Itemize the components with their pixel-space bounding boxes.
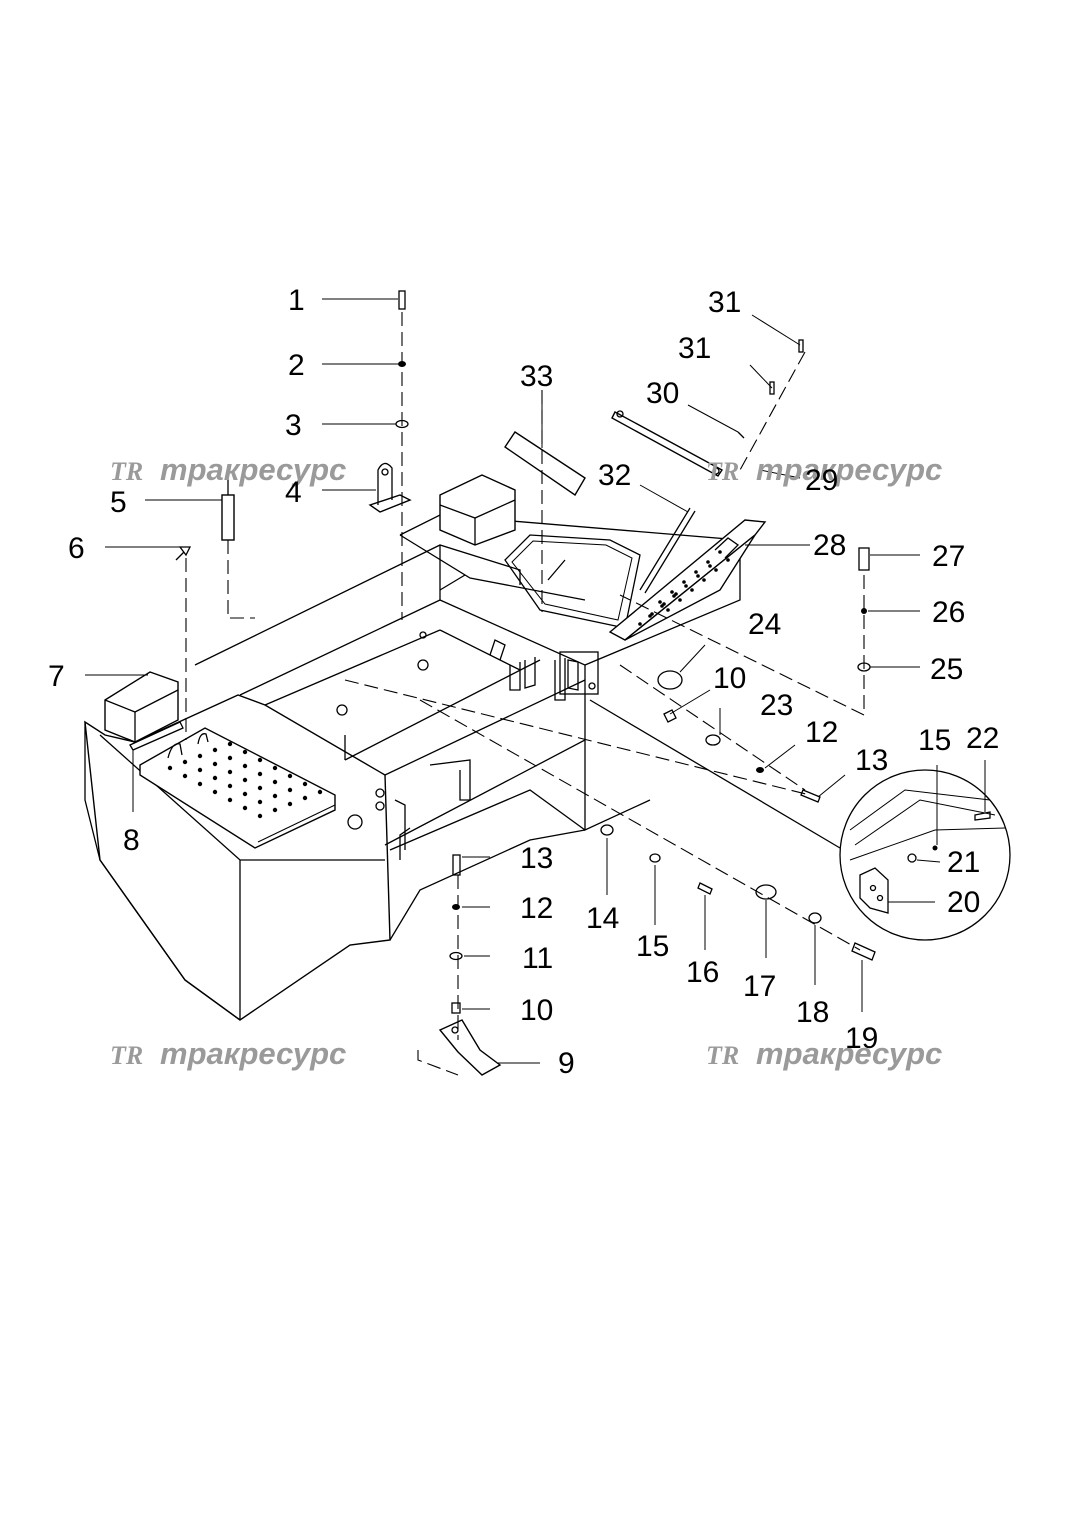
callout-5: 5 (110, 486, 127, 519)
callout-12: 12 (805, 716, 838, 749)
callout-11: 11 (522, 942, 553, 975)
svg-text:TR: TR (110, 1041, 143, 1070)
leader-lines (85, 298, 986, 1064)
callout-17: 17 (743, 970, 776, 1003)
callout-31b: 31 (678, 332, 711, 365)
callout-28: 28 (813, 529, 846, 562)
svg-text:TR: TR (110, 457, 143, 486)
hatch-cover (608, 410, 767, 641)
callout-21: 21 (947, 846, 980, 879)
callout-8: 8 (123, 824, 140, 857)
callout-24: 24 (748, 608, 781, 641)
callout-29: 29 (805, 464, 838, 497)
callout-7: 7 (48, 660, 65, 693)
callout-20: 20 (947, 886, 980, 919)
callout-2: 2 (288, 349, 305, 382)
svg-text:тракресурс: тракресурс (160, 1036, 346, 1071)
callout-18: 18 (796, 996, 829, 1029)
callout-12b: 12 (520, 892, 553, 925)
callout-27: 27 (932, 540, 965, 573)
callout-10b: 10 (520, 994, 553, 1027)
hardware-parts (175, 290, 876, 1076)
callout-16: 16 (686, 956, 719, 989)
machine-body (84, 474, 741, 1021)
svg-text:TR: TR (706, 1041, 739, 1070)
callout-9: 9 (558, 1047, 575, 1080)
callout-33: 33 (520, 360, 553, 393)
callout-32: 32 (598, 459, 631, 492)
callout-6: 6 (68, 532, 85, 565)
callout-13: 13 (855, 744, 888, 777)
detail-view (559, 651, 1011, 941)
svg-text:тракресурс: тракресурс (160, 452, 346, 487)
svg-text:тракресурс: тракресурс (756, 1036, 942, 1071)
callout-26: 26 (932, 596, 965, 629)
watermark-bottom-left: TR тракресурс (110, 1036, 346, 1071)
callout-1: 1 (288, 284, 305, 317)
callout-13b: 13 (520, 842, 553, 875)
callout-15b: 15 (636, 930, 669, 963)
callout-23: 23 (760, 689, 793, 722)
callout-3: 3 (285, 409, 302, 442)
callout-4: 4 (285, 476, 302, 509)
callout-14: 14 (586, 902, 619, 935)
assembly-lines (185, 312, 865, 1076)
callout-19: 19 (845, 1022, 878, 1055)
perforated-top-plate (167, 741, 323, 819)
callout-10: 10 (713, 662, 746, 695)
callout-31: 31 (708, 286, 741, 319)
callout-25: 25 (930, 653, 963, 686)
svg-text:тракресурс: тракресурс (756, 452, 942, 487)
svg-text:TR: TR (706, 457, 739, 486)
callout-15: 15 (918, 724, 951, 757)
watermark-top-right: TR тракресурс (706, 452, 942, 487)
callout-30: 30 (646, 377, 679, 410)
callout-22: 22 (966, 722, 999, 755)
watermark-bottom-right: TR тракресурс (706, 1036, 942, 1071)
watermark-top-left: TR тракресурс (110, 452, 346, 487)
callout-labels: 1 2 3 4 5 6 7 8 9 10 10 11 12 12 13 13 1… (48, 284, 999, 1080)
